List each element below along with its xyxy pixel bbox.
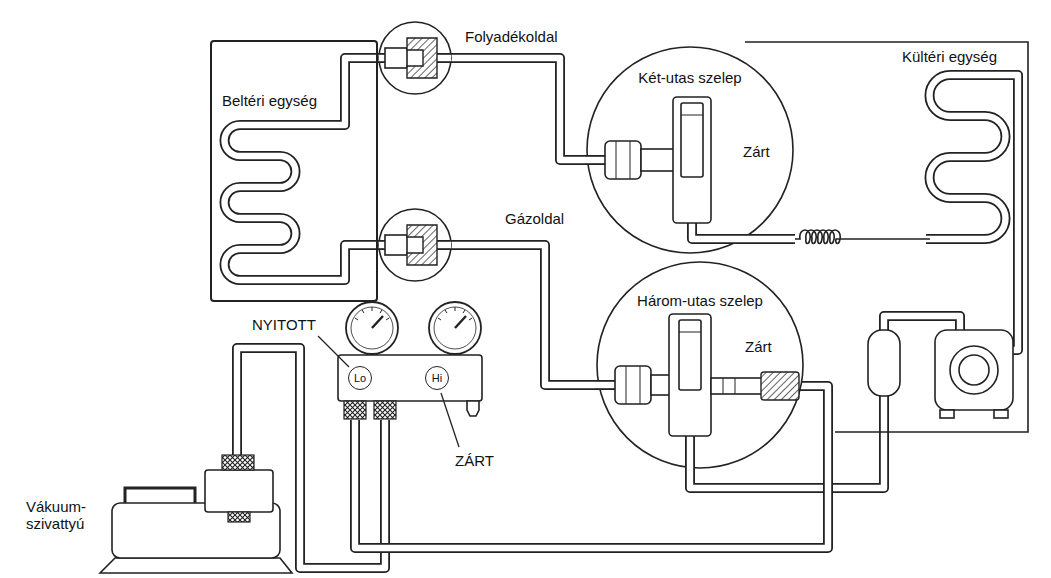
compressor (994, 410, 1008, 418)
pressure-gauge (429, 302, 481, 354)
device-label: Vákuum- szivattyú (26, 498, 104, 532)
knob-label: Hi (432, 372, 442, 384)
two-way-valve-drawing (641, 149, 675, 171)
vacuum-pump (205, 470, 273, 512)
flare-joint-detail (407, 38, 437, 78)
compressor (940, 410, 954, 418)
outdoor-coil (926, 75, 1018, 350)
pressure-gauge (346, 302, 398, 354)
flare-joint-detail (385, 235, 407, 255)
two-way-valve-drawing (673, 97, 711, 223)
compressor (935, 330, 1013, 410)
accumulator-pipe (884, 316, 960, 330)
three-way-valve-drawing (711, 378, 763, 394)
indoor-coil (225, 58, 379, 280)
vacuum-pump (100, 558, 292, 573)
pressure-gauge (355, 307, 389, 320)
gauge-manifold (374, 401, 396, 419)
compressor (959, 355, 989, 385)
compressor (935, 330, 1013, 418)
pressure-gauge (429, 302, 481, 354)
three-way-valve-drawing (669, 314, 711, 436)
three-way-valve-drawing (761, 372, 799, 400)
pressure-gauge (434, 307, 476, 349)
three-way-valve-drawing (615, 366, 651, 404)
three-way-valve-drawing (679, 332, 701, 333)
valve-state-label: ZÁRT (455, 452, 494, 469)
vacuum-pump (228, 512, 250, 522)
pressure-gauge (455, 316, 466, 328)
vacuum-pump (100, 455, 292, 573)
valve-state: Zárt (745, 338, 772, 355)
pressure-gauge (351, 307, 393, 349)
two-way-valve-drawing (605, 141, 641, 179)
pipe-side-label: Gázoldal (505, 210, 564, 227)
unit-label: Beltéri egység (222, 92, 317, 109)
flare-joint-detail (407, 225, 437, 265)
accumulator-pipe (884, 316, 960, 330)
valve-state-label: NYITOTT (252, 316, 316, 333)
flare-joint-detail (379, 22, 451, 94)
three-way-valve-drawing (723, 378, 735, 394)
indoor-coil (225, 58, 379, 280)
two-way-valve-drawing (681, 103, 703, 177)
three-way-valve-drawing (595, 260, 805, 470)
knob-label: Lo (354, 372, 366, 384)
valve-state: Zárt (743, 143, 770, 160)
flare-joint-detail (379, 209, 451, 281)
vacuum-pump (222, 455, 254, 470)
unit-label: Kültéri egység (902, 48, 997, 65)
valve-label: Két-utas szelep (585, 69, 795, 86)
two-way-valve-drawing (681, 115, 703, 116)
three-way-valve-drawing (651, 375, 671, 395)
valve-label: Három-utas szelep (595, 292, 805, 309)
compressor (950, 346, 998, 394)
three-way-valve: Három-utas szelepZárt (595, 260, 805, 470)
gauge-manifold (338, 352, 482, 419)
two-way-valve: Két-utas szelepZárt (585, 45, 795, 255)
flare-joint-detail (379, 22, 451, 94)
gauge-manifold (467, 401, 479, 416)
gauge-manifold (344, 401, 366, 419)
gauge-manifold (338, 355, 482, 401)
indoor-unit: Beltéri egység (210, 40, 378, 302)
three-way-valve-drawing (679, 320, 701, 390)
flare-joint-detail (379, 209, 451, 281)
flare-joint-detail (385, 48, 407, 68)
pressure-gauge (438, 307, 472, 320)
leader-line (441, 393, 459, 447)
pressure-gauge (372, 316, 383, 328)
leader-line (318, 336, 349, 367)
accumulator (868, 330, 900, 396)
pipe-side-label: Folyadékoldal (465, 28, 558, 45)
accumulator (868, 330, 900, 396)
two-way-valve-drawing (616, 141, 630, 179)
high-side-knob: Hi (425, 366, 449, 390)
outdoor-coil (926, 75, 1018, 350)
three-way-valve-drawing (626, 366, 640, 404)
low-side-knob: Lo (348, 366, 372, 390)
pressure-gauge (346, 302, 398, 354)
outdoor-unit: Kültéri egység (902, 48, 1000, 68)
